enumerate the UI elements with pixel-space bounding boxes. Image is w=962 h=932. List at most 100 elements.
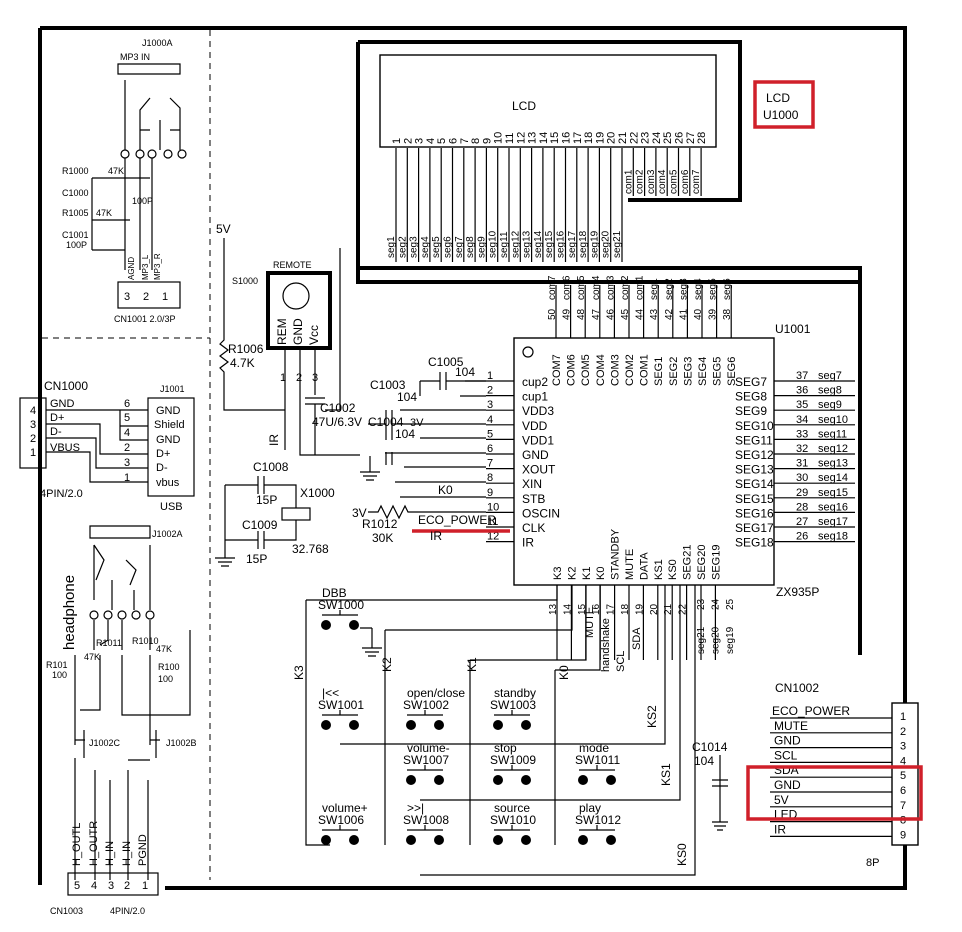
ic-bottom-pin-name: SEG20 — [696, 545, 708, 580]
cn1003-pin-5: 5 — [74, 880, 80, 892]
remote-receiver — [266, 271, 332, 350]
switch-ref: SW1012 — [575, 813, 621, 827]
lcd-pin-number: 21 — [617, 132, 629, 144]
x1000-value: 32.768 — [292, 542, 329, 556]
r1005-ref: R1005 — [62, 208, 89, 218]
switch-contact — [406, 835, 416, 845]
lcd-pin-number: 14 — [538, 132, 550, 144]
cn1002-type: 8P — [866, 857, 879, 869]
switch-label: volume+ — [322, 801, 368, 815]
c1009-ref: C1009 — [242, 518, 278, 532]
ic-top-pin-number: 50 — [547, 308, 558, 320]
cn1003-pin-1: 1 — [142, 880, 148, 892]
r1011-ref: R1011 — [96, 638, 122, 648]
ic-right-pin-name: SEG7 — [735, 375, 767, 389]
lcd-pin-number: 26 — [674, 132, 686, 144]
c1004-symbol — [385, 452, 393, 465]
lcd-seg-net: seg15 — [544, 230, 555, 258]
ic-body — [513, 337, 775, 586]
cn1000-pin-3: 3 — [30, 419, 36, 431]
switch-contact — [606, 835, 616, 845]
bus-ks0: KS0 — [675, 843, 689, 866]
mp3-jack-body — [117, 63, 181, 75]
switch-contact — [349, 720, 359, 730]
ic-top-pin-net: seg3 — [678, 278, 689, 300]
switch-actuator — [579, 825, 615, 831]
ic-part: ZX935P — [776, 585, 819, 599]
ic-bottom-pin-number: 16 — [591, 603, 602, 615]
key-matrix-wiring — [305, 585, 696, 876]
ic-right-pin-name: SEG14 — [735, 477, 774, 491]
switch-actuator — [494, 825, 530, 831]
ic-right-pin-net: seg18 — [818, 531, 848, 543]
ic-bottom-pin-number: 17 — [606, 603, 617, 615]
j1001-pin-5: 5 — [124, 412, 130, 424]
bus-k0: K0 — [557, 665, 571, 680]
cn1001-ref: CN1001 2.0/3P — [114, 314, 176, 324]
ic-right-pin-net: seg10 — [818, 414, 848, 426]
ic-left-pin-name: GND — [522, 448, 549, 462]
ic-top-pin-name: SEG3 — [682, 357, 694, 386]
lcd-seg-net: seg11 — [499, 231, 510, 258]
lcd-pin-number: 16 — [561, 132, 573, 144]
headphone-wiring — [74, 620, 191, 745]
switch-label: >>| — [407, 801, 424, 815]
ic-left-pin-name: VDD1 — [522, 433, 554, 447]
switch-actuator — [494, 765, 530, 771]
ic-left-pin-name: cup2 — [522, 375, 548, 389]
board-outline — [38, 26, 907, 890]
switch-contact — [349, 620, 359, 630]
ic-top-pin-net: com1 — [635, 275, 646, 300]
ic-right-pin-number: 29 — [796, 487, 808, 499]
j1001-name-1: GND — [156, 405, 181, 417]
cn1002-highlight — [746, 765, 923, 821]
lcd-com-net: com2 — [635, 169, 646, 194]
ic-top-pin-number: 38 — [722, 308, 733, 320]
j1002a-ref: J1002A — [152, 529, 183, 539]
net-sda-bottom: SDA — [631, 627, 643, 650]
switch-contact — [406, 775, 416, 785]
switch-contact — [349, 835, 359, 845]
c1009-value: 15P — [246, 552, 267, 566]
c1003-value: 104 — [397, 390, 417, 404]
ic-bottom-pin-number: 18 — [620, 603, 631, 615]
j1002a-body — [89, 525, 151, 610]
lcd-seg-net: seg3 — [409, 236, 420, 258]
cn1001-pin-3: 3 — [124, 291, 130, 303]
lcd-seg-net: seg8 — [465, 236, 476, 258]
r1000-ref: R1000 — [62, 166, 89, 176]
lcd-pin-number: 12 — [515, 132, 527, 144]
switch-ref: SW1008 — [403, 813, 449, 827]
r1012-ref: R1012 — [362, 517, 398, 531]
ic-left-pin-name: OSCIN — [522, 506, 560, 520]
ic-top-pin-net: com3 — [605, 275, 616, 300]
lcd-seg-net: seg20 — [601, 230, 612, 258]
ic-bottom-seg-number: 23 — [696, 598, 707, 610]
ic-left-pin-name: XIN — [522, 477, 542, 491]
r1011-value: 47K — [84, 652, 100, 662]
switch-ref: SW1011 — [575, 753, 620, 767]
lcd-pin-number: 27 — [685, 132, 697, 144]
net-eco-power: ECO_POWER — [418, 513, 496, 527]
lcd-pin-number: 6 — [448, 138, 460, 144]
cn1002-net: SCL — [774, 748, 798, 762]
switch-actuator — [579, 765, 615, 771]
c1003-ref: C1003 — [370, 378, 406, 392]
switch-actuator — [407, 825, 443, 831]
ic-right-pin-net: seg13 — [818, 458, 848, 470]
ic-bottom-pin-name: DATA — [638, 552, 650, 580]
cn1003-connector — [67, 872, 159, 896]
ic-right-pin-number: 32 — [796, 443, 808, 455]
ic-bottom-pin-number: 14 — [562, 603, 573, 615]
ic-right-pin-name: SEG13 — [735, 463, 774, 477]
ic-right-pin-name: SEG11 — [735, 433, 773, 447]
lcd-seg-net: seg6 — [443, 236, 454, 258]
ic-right-pin-number: 34 — [796, 414, 808, 426]
cn1003-net-houtr: H_OUTR — [88, 821, 100, 866]
c1002-value: 47U/6.3V — [312, 415, 362, 429]
ic-top-pin-number: 43 — [649, 308, 660, 320]
lcd-pin-number: 10 — [493, 132, 505, 144]
cn1002-pin-number: 4 — [900, 755, 906, 767]
lcd-pin-number: 23 — [640, 132, 652, 144]
